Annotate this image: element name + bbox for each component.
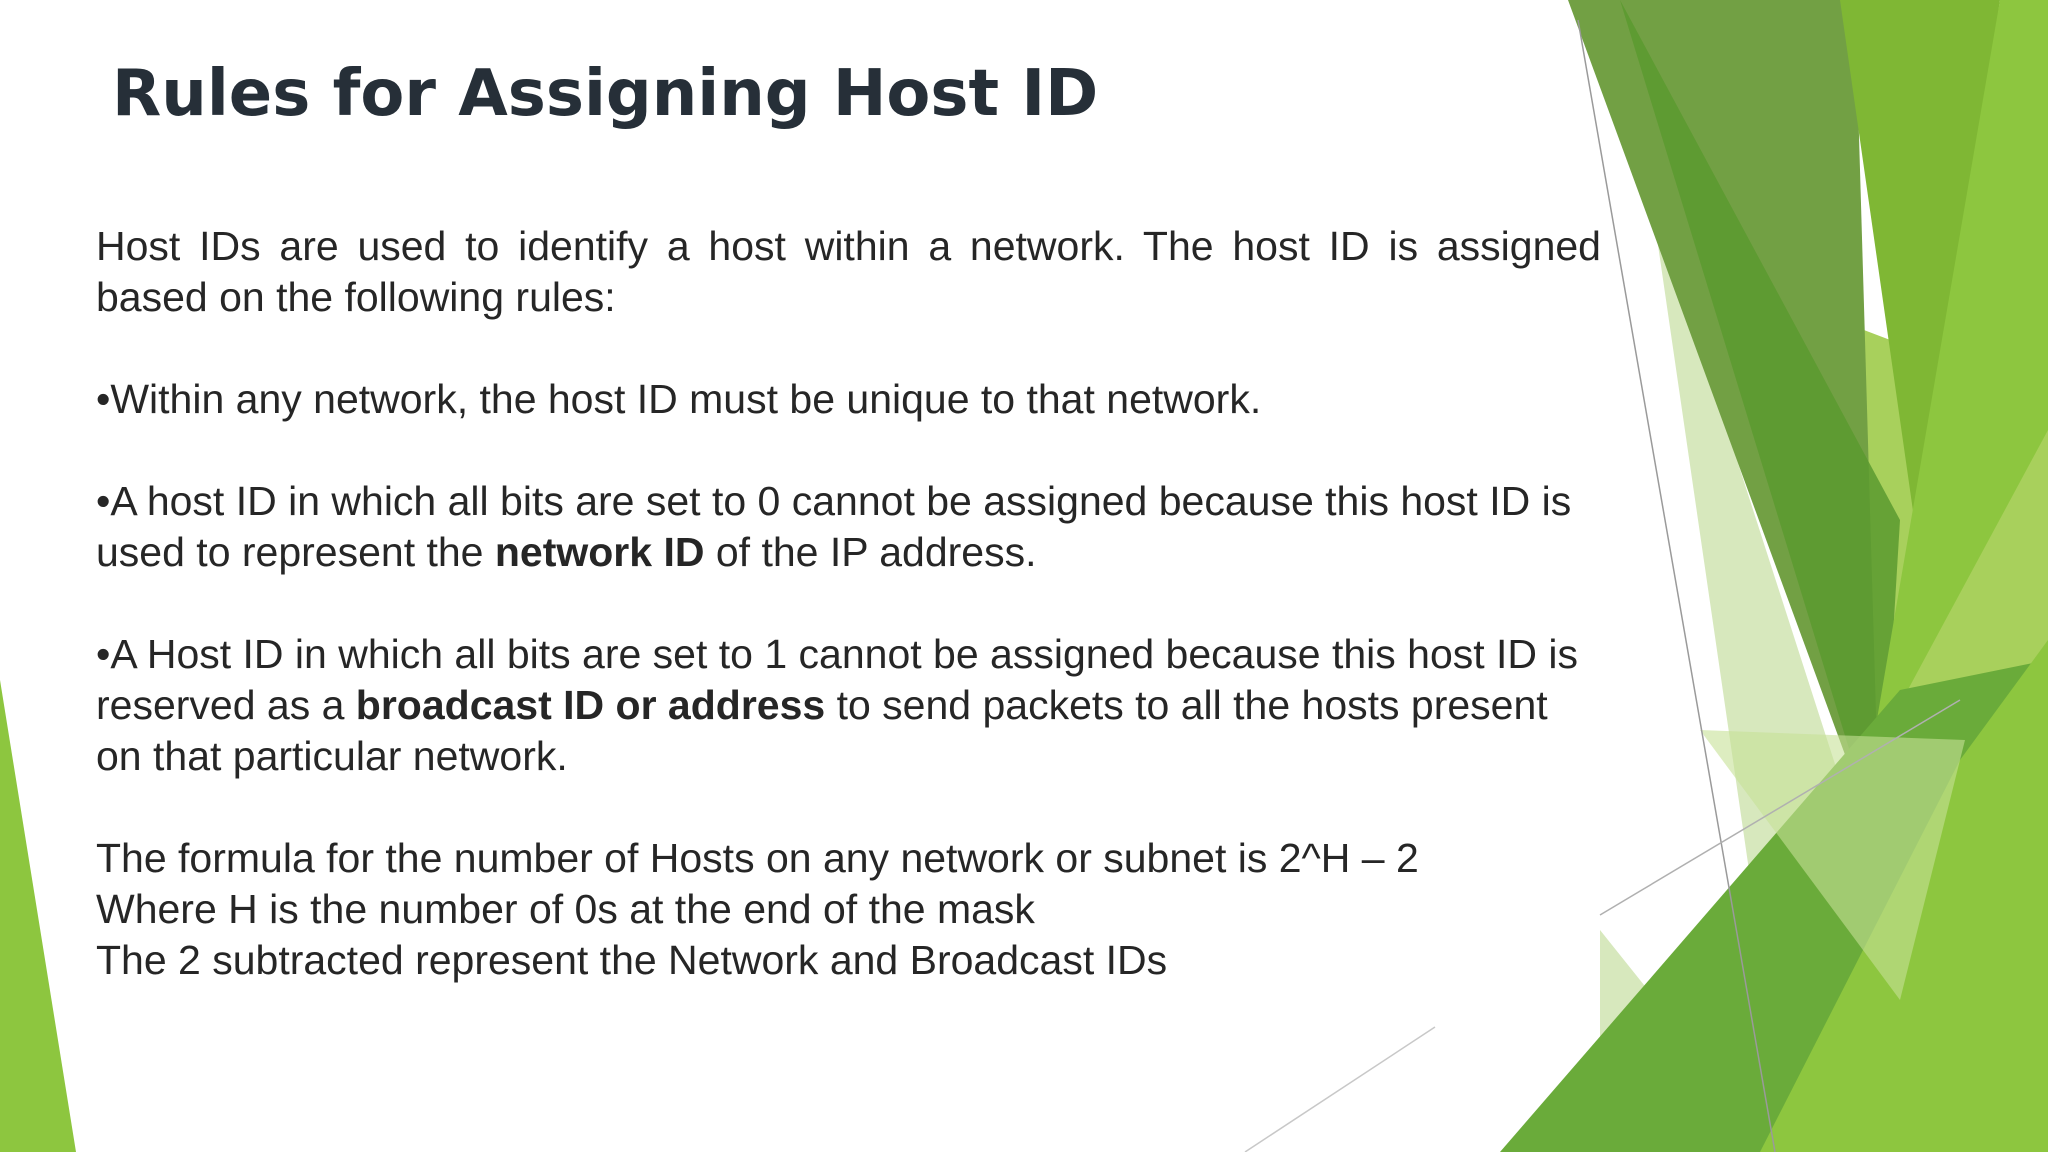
- right-top-bright-shape: [1870, 0, 2048, 760]
- rule-text: •A host ID in which all bits are set to …: [96, 478, 1572, 575]
- right-dark-green-shape: [1568, 0, 1880, 850]
- formula-line: The formula for the number of Hosts on a…: [96, 835, 1419, 881]
- right-darker-green-shape: [1620, 0, 1900, 850]
- slide-title: Rules for Assigning Host ID: [112, 57, 1099, 131]
- right-top-lime-shape: [1840, 0, 2000, 560]
- slide-body: Host IDs are used to identify a host wit…: [96, 221, 1601, 986]
- thin-line-2: [1599, 699, 1961, 916]
- left-green-shape: [0, 680, 76, 1152]
- rule-text: •Within any network, the host ID must be…: [96, 376, 1262, 422]
- rule-all-zeros: •A host ID in which all bits are set to …: [96, 476, 1601, 578]
- rule-emphasis-broadcast: broadcast ID or address: [355, 682, 826, 728]
- formula-subtraction-line: The 2 subtracted represent the Network a…: [96, 937, 1168, 983]
- rule-text-tail: of the IP address.: [704, 529, 1037, 575]
- rule-text-tail: to send packets to all the hosts present…: [96, 682, 1548, 779]
- thin-line-1: [1577, 19, 1776, 1152]
- rule-unique-host-id: •Within any network, the host ID must be…: [96, 374, 1601, 425]
- intro-paragraph: Host IDs are used to identify a host wit…: [96, 223, 1601, 320]
- right-lightest-overlay: [1700, 730, 1965, 1000]
- thin-line-3: [1244, 1026, 1436, 1152]
- rule-all-ones: •A Host ID in which all bits are set to …: [96, 629, 1601, 782]
- rule-emphasis-network-id: network ID: [494, 529, 705, 575]
- formula-explanation-line: Where H is the number of 0s at the end o…: [96, 886, 1035, 932]
- formula-block: The formula for the number of Hosts on a…: [96, 833, 1601, 986]
- rule-text: •A Host ID in which all bits are set to …: [96, 631, 1579, 728]
